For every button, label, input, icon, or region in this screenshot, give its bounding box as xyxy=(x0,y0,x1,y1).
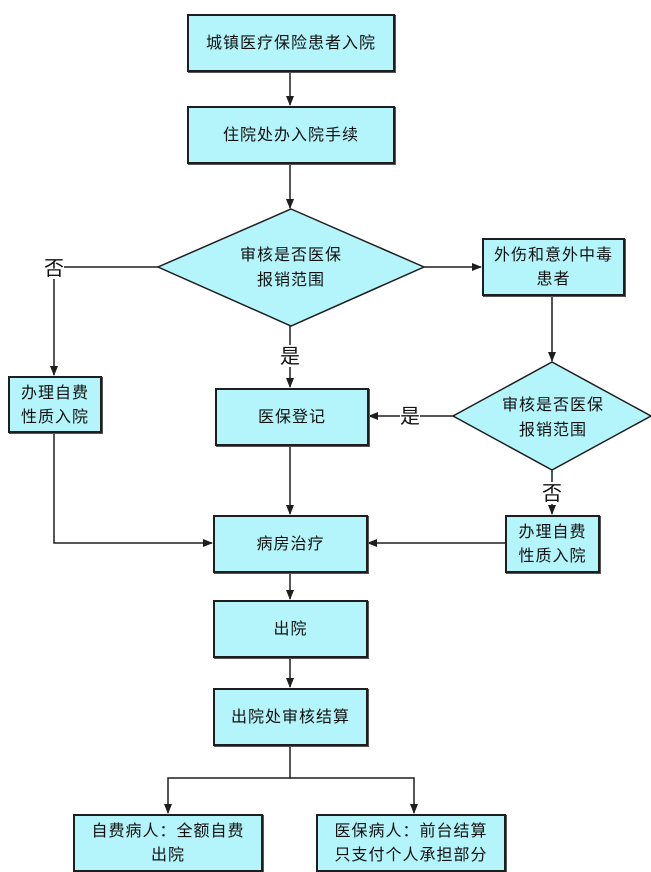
node-admission: 住院处办入院手续 xyxy=(187,106,395,164)
check1-line1: 审核是否医保 xyxy=(239,245,342,264)
node-discharge-text: 出院 xyxy=(273,619,308,638)
node-trauma: 外伤和意外中毒 患者 xyxy=(482,238,625,296)
label-check2-yes: 是 xyxy=(400,404,420,428)
node-register-text: 医保登记 xyxy=(257,407,326,426)
decision-check1-text: 审核是否医保 报销范围 xyxy=(200,240,382,294)
node-self-pay-right: 办理自费 性质入院 xyxy=(505,515,600,573)
self-pay-patient-line2: 出院 xyxy=(150,845,185,864)
self-pay-right-line1: 办理自费 xyxy=(518,522,587,541)
trauma-line1: 外伤和意外中毒 xyxy=(493,245,613,264)
check1-line2: 报销范围 xyxy=(256,270,325,289)
check2-line1: 审核是否医保 xyxy=(501,395,604,414)
decision-check2-text: 审核是否医保 报销范围 xyxy=(478,390,628,444)
self-pay-left-line1: 办理自费 xyxy=(20,382,89,402)
node-self-pay-patient: 自费病人：全额自费 出院 xyxy=(73,814,263,872)
decision-diamond-check1 xyxy=(156,208,426,327)
check2-line2: 报销范围 xyxy=(518,420,587,439)
self-pay-patient-line1: 自费病人：全额自费 xyxy=(91,821,245,840)
label-check2-no: 否 xyxy=(542,481,562,505)
node-insured-patient: 医保病人：前台结算 只支付个人承担部分 xyxy=(316,814,506,872)
arrow-check1-no-to-selfpay-left xyxy=(50,266,158,376)
trauma-line2: 患者 xyxy=(536,269,571,288)
arrow-settlement-to-insured-patient xyxy=(290,777,418,814)
node-self-pay-left: 办理自费 性质入院 xyxy=(8,376,102,433)
node-ward-text: 病房治疗 xyxy=(256,534,325,553)
decision-diamond-check2 xyxy=(451,361,651,471)
node-settlement-text: 出院处审核结算 xyxy=(230,707,350,726)
node-settlement: 出院处审核结算 xyxy=(213,688,368,746)
arrow-settlement-to-selfpay-patient xyxy=(164,745,291,814)
node-admission-text: 住院处办入院手续 xyxy=(222,125,359,144)
arrow-selfpay-left-to-ward xyxy=(53,432,213,547)
insured-patient-line2: 只支付个人承担部分 xyxy=(334,845,488,864)
insured-patient-line1: 医保病人：前台结算 xyxy=(334,821,488,840)
self-pay-right-line2: 性质入院 xyxy=(518,546,587,565)
label-check1-no: 否 xyxy=(44,256,64,280)
node-ward: 病房治疗 xyxy=(213,515,368,573)
label-check1-yes: 是 xyxy=(280,344,300,368)
node-discharge: 出院 xyxy=(213,600,368,658)
self-pay-left-line2: 性质入院 xyxy=(20,406,89,426)
node-start: 城镇医疗保险患者入院 xyxy=(187,14,395,72)
node-start-text: 城镇医疗保险患者入院 xyxy=(205,33,376,52)
node-register: 医保登记 xyxy=(215,388,369,446)
